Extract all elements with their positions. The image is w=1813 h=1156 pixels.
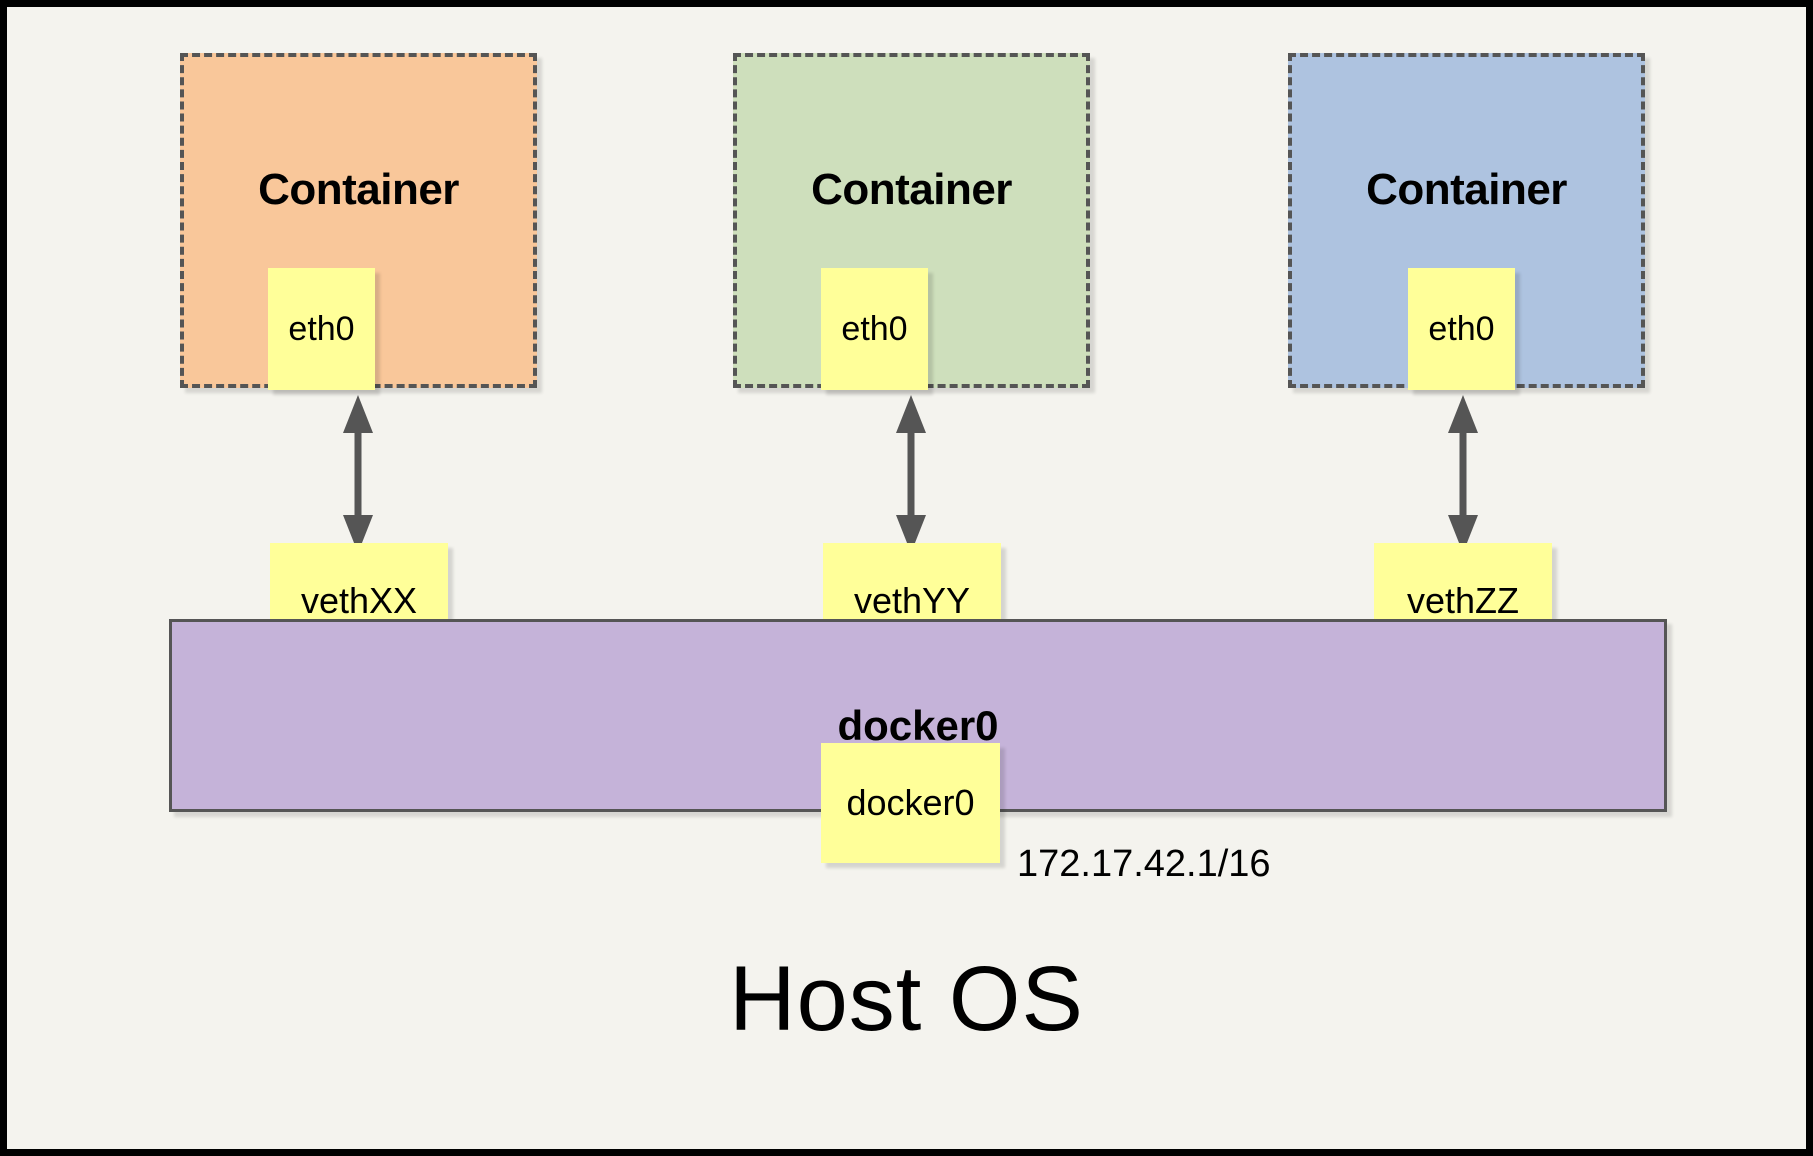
- eth0-label-3: eth0: [1428, 309, 1495, 348]
- veth-link-arrow-1: [343, 395, 373, 553]
- container-title-2: Container: [811, 165, 1012, 214]
- eth0-label-2: eth0: [841, 309, 908, 348]
- veth-link-arrow-3: [1448, 395, 1478, 553]
- eth0-interface-2: eth0: [821, 268, 928, 390]
- host-os-plane: Container eth0 vethXX Container eth0 vet…: [7, 7, 1806, 1149]
- docker0-bridge-label: docker0: [837, 702, 999, 749]
- container-title-1: Container: [258, 165, 459, 214]
- veth-label-1: vethXX: [300, 579, 418, 621]
- docker0-interface-label: docker0: [846, 782, 975, 823]
- eth0-interface-1: eth0: [268, 268, 375, 390]
- docker0-interface-box: docker0: [821, 743, 1000, 863]
- container-title-3: Container: [1366, 165, 1567, 214]
- eth0-interface-3: eth0: [1408, 268, 1515, 390]
- docker0-ip-address: 172.17.42.1/16: [1017, 843, 1271, 885]
- veth-link-arrow-2: [896, 395, 926, 553]
- veth-label-3: vethZZ: [1406, 579, 1520, 621]
- veth-label-2: vethYY: [853, 579, 971, 621]
- host-os-label: Host OS: [729, 948, 1084, 1050]
- container-box-2: Container: [733, 53, 1090, 388]
- eth0-label-1: eth0: [288, 309, 355, 348]
